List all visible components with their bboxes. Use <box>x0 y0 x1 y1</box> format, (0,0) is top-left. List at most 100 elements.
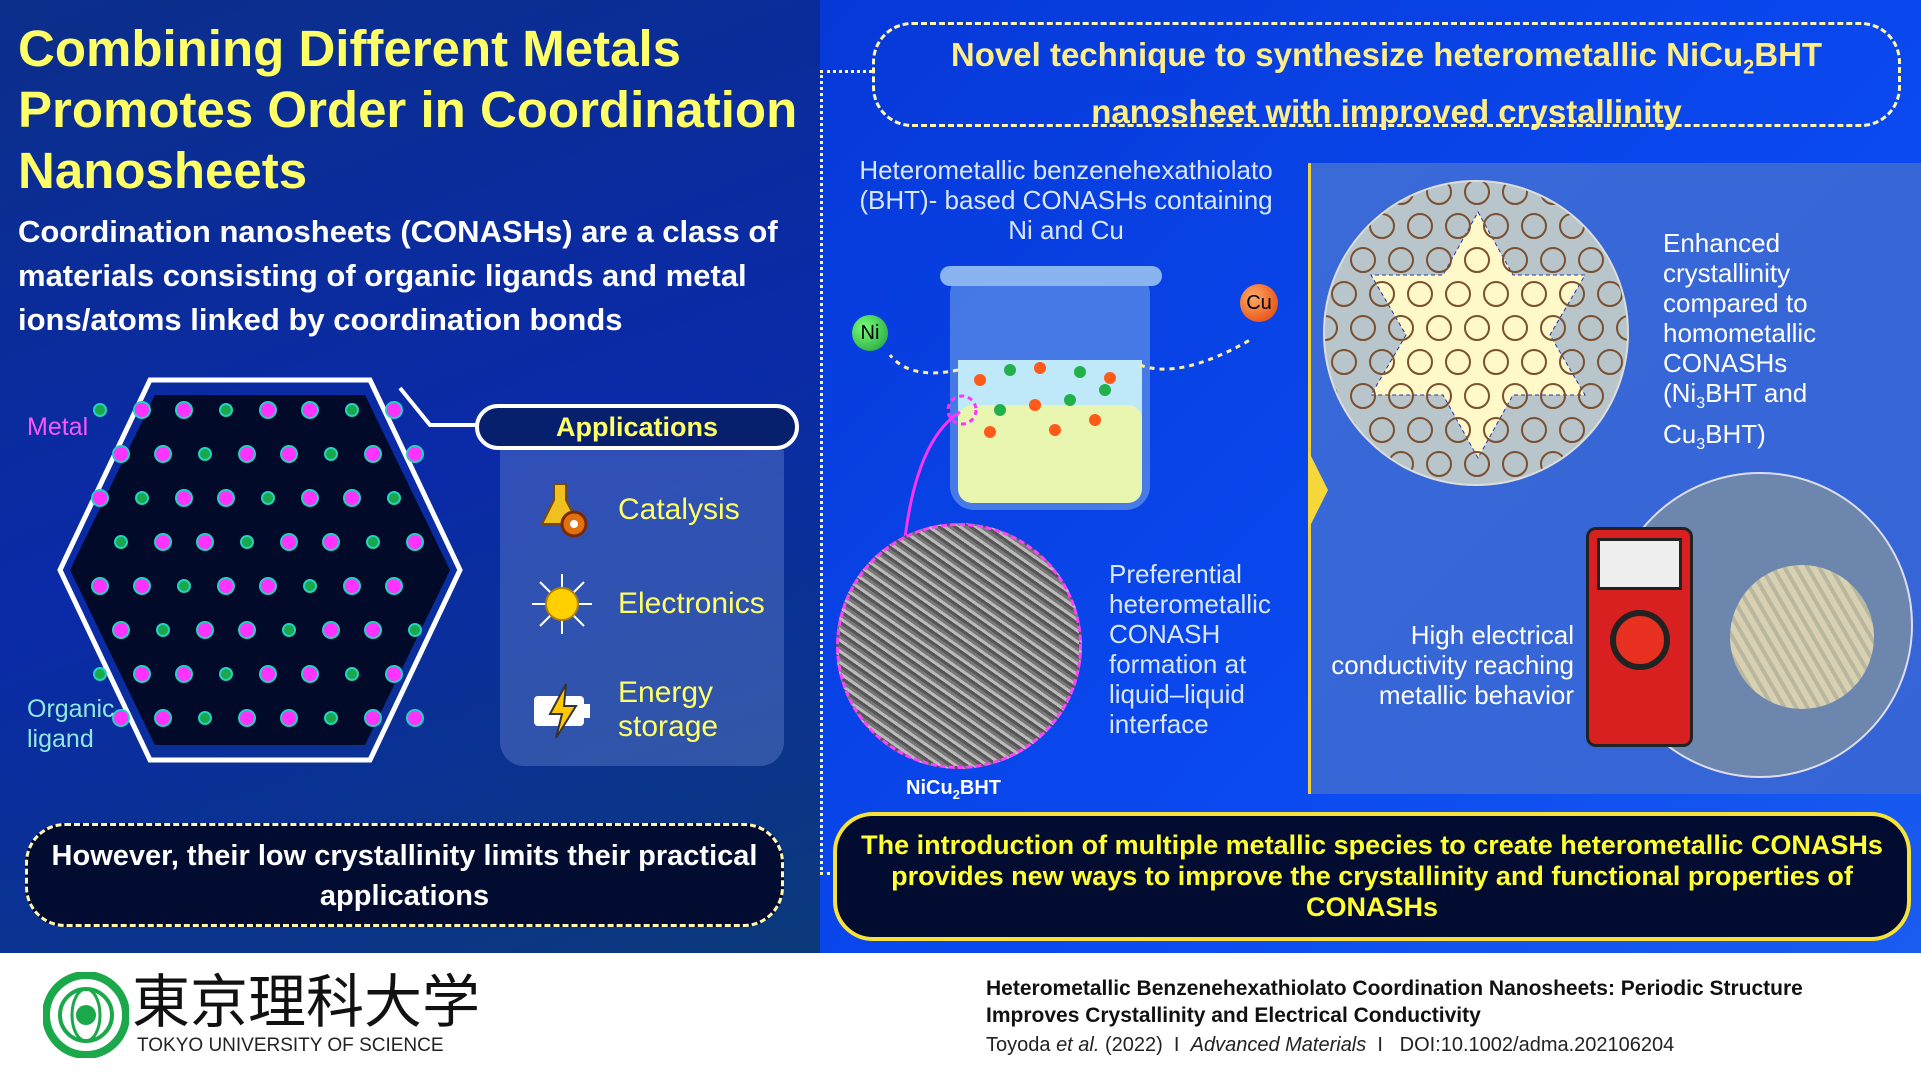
lattice-ring <box>1502 383 1528 409</box>
lattice-ring <box>1445 417 1471 443</box>
lattice-ring <box>1597 281 1623 307</box>
metal-node <box>177 579 191 593</box>
ion-particle <box>1089 414 1101 426</box>
metal-node <box>322 621 340 639</box>
lattice-ring <box>1502 247 1528 273</box>
metal-node <box>406 445 424 463</box>
application-label: Catalysis <box>618 493 740 526</box>
subscript: 2 <box>1743 56 1755 79</box>
lattice-ring <box>1445 349 1471 375</box>
text: (Ni <box>1663 378 1697 408</box>
lattice-ring <box>1559 417 1585 443</box>
metal-node <box>343 577 361 595</box>
lattice-ring <box>1407 281 1433 307</box>
lattice-ring <box>1483 213 1509 239</box>
metal-node <box>91 577 109 595</box>
arrow-marker <box>1308 450 1328 530</box>
et-al: et al. <box>1056 1034 1100 1056</box>
metal-node <box>345 667 359 681</box>
year: (2022) <box>1104 1034 1163 1056</box>
lattice-ring <box>1578 247 1604 273</box>
metal-node <box>238 445 256 463</box>
sem-label-text: NiCu <box>906 777 953 799</box>
crystallinity-text: Enhanced crystallinity compared to homom… <box>1663 228 1883 460</box>
metal-node <box>196 533 214 551</box>
logo-english: TOKYO UNIVERSITY OF SCIENCE <box>137 1035 444 1056</box>
metal-node <box>345 403 359 417</box>
logo-kanji: 東京理科大学 <box>132 970 481 1035</box>
lattice-ring <box>1559 281 1585 307</box>
paper-title: Heterometallic Benzenehexathiolato Coord… <box>986 977 1803 1027</box>
subscript: 2 <box>952 787 960 802</box>
metal-node <box>175 665 193 683</box>
ion-particle <box>1104 372 1116 384</box>
chip-sun-icon <box>532 574 592 634</box>
metal-node <box>324 447 338 461</box>
metal-node <box>303 579 317 593</box>
metal-node <box>93 667 107 681</box>
doi[interactable]: DOI:10.1002/adma.202106204 <box>1399 1034 1675 1056</box>
lattice-ring <box>1426 383 1452 409</box>
metal-node <box>91 489 109 507</box>
metal-node <box>198 711 212 725</box>
lattice-ring <box>1426 182 1452 205</box>
technique-text: BHT <box>1754 36 1823 73</box>
metal-node <box>217 577 235 595</box>
lattice-ring <box>1464 247 1490 273</box>
metal-node <box>280 709 298 727</box>
conductivity-text: High electrical conductivity reaching me… <box>1331 620 1574 710</box>
citation: Toyoda et al. (2022) I Advanced Material… <box>986 1034 1674 1057</box>
lattice-ring <box>1540 315 1566 341</box>
beaker-caption: Heterometallic benzenehexathiolato (BHT)… <box>859 155 1273 245</box>
conclusion-callout: The introduction of multiple metallic sp… <box>833 812 1911 941</box>
metal-node <box>219 403 233 417</box>
metal-node <box>406 533 424 551</box>
metal-node <box>364 445 382 463</box>
lattice-ring <box>1445 213 1471 239</box>
metal-node <box>156 623 170 637</box>
technique-text: Novel technique to synthesize heterometa… <box>950 36 1744 73</box>
limitation-callout: However, their low crystallinity limits … <box>25 823 784 927</box>
text: BHT) <box>1705 419 1766 450</box>
metal-node <box>301 401 319 419</box>
lattice-ring <box>1521 417 1547 443</box>
lattice-ring <box>1483 349 1509 375</box>
multimeter-icon <box>1586 527 1693 747</box>
separator: I <box>1377 1034 1383 1056</box>
subscript: 3 <box>1696 436 1706 454</box>
lattice-ring <box>1597 349 1623 375</box>
metal-node <box>240 535 254 549</box>
metal-node <box>282 623 296 637</box>
lattice-ring <box>1325 315 1338 341</box>
ion-particle <box>984 426 996 438</box>
metal-node <box>175 401 193 419</box>
application-electronics: Electronics <box>530 572 790 636</box>
ion-particle <box>1029 399 1041 411</box>
metal-node <box>387 491 401 505</box>
metal-node <box>280 445 298 463</box>
metal-node <box>364 709 382 727</box>
lattice-ring <box>1407 417 1433 443</box>
text: Cu <box>1663 419 1697 450</box>
lattice-ring <box>1350 383 1376 409</box>
lattice-ring <box>1464 315 1490 341</box>
beaker-illustration <box>888 266 1251 510</box>
application-label: Electronics <box>618 587 765 620</box>
metal-node <box>364 621 382 639</box>
metal-node <box>261 491 275 505</box>
lattice-ring <box>1559 349 1585 375</box>
crystal-structure-image <box>1323 180 1629 486</box>
metal-node <box>301 665 319 683</box>
lattice-ring <box>1369 417 1395 443</box>
application-catalysis: Catalysis <box>530 478 790 542</box>
metal-node <box>219 667 233 681</box>
ion-particle <box>1034 362 1046 374</box>
metal-node <box>343 489 361 507</box>
technique-text: nanosheet with improved crystallinity <box>1091 92 1682 130</box>
lattice-ring <box>1502 182 1528 205</box>
metal-node <box>196 621 214 639</box>
metal-node <box>93 403 107 417</box>
lattice-ring <box>1521 213 1547 239</box>
metal-node <box>112 709 130 727</box>
authors: Toyoda <box>986 1034 1051 1056</box>
